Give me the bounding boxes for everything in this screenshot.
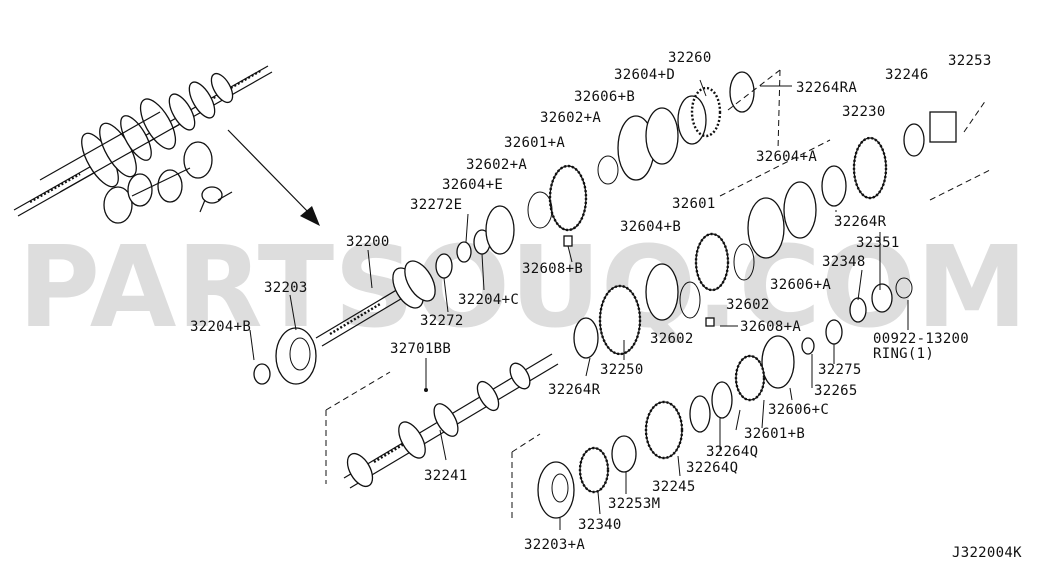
label-32246[interactable]: 32246 [885,67,929,83]
label-32604-e[interactable]: 32604+E [442,177,503,193]
label-32264ra[interactable]: 32264RA [796,80,857,96]
label-32602-2[interactable]: 32602 [650,331,694,347]
label-32272[interactable]: 32272 [420,313,464,329]
gear-32230 [719,136,991,259]
bearing-32203 [253,327,317,385]
counter-shaft-32241 [325,353,559,489]
label-32272e[interactable]: 32272E [410,197,462,213]
label-32351[interactable]: 32351 [856,235,900,251]
label-32264q-2[interactable]: 32264Q [686,460,738,476]
label-32250[interactable]: 32250 [600,362,644,378]
label-32601-a[interactable]: 32601+A [504,135,565,151]
label-32245[interactable]: 32245 [652,479,696,495]
parts-32275-32265 [761,319,843,389]
gear-32250 [573,284,642,359]
label-32602-1[interactable]: 32602 [726,297,770,313]
label-32601-b[interactable]: 32601+B [744,426,805,442]
label-ring: RING(1) [873,346,934,362]
main-shaft-32200 [315,260,436,347]
label-32265[interactable]: 32265 [814,383,858,399]
label-32264r-1[interactable]: 32264R [834,214,887,230]
diagram-code: J322004K [952,545,1022,561]
label-32275[interactable]: 32275 [818,362,862,378]
ring-32272e [456,241,472,263]
label-32606-b[interactable]: 32606+B [574,89,635,105]
label-32602-a-1[interactable]: 32602+A [540,110,601,126]
label-32608-b[interactable]: 32608+B [522,261,583,277]
label-32264r-2[interactable]: 32264R [548,382,601,398]
label-32606-c[interactable]: 32606+C [768,402,829,418]
label-32253[interactable]: 32253 [948,53,992,69]
part-labels: 32260 32604+D 32264RA 32246 32253 32606+… [190,50,1022,561]
label-32241[interactable]: 32241 [424,468,468,484]
label-32203[interactable]: 32203 [264,280,308,296]
label-32253m[interactable]: 32253M [608,496,660,512]
label-32601[interactable]: 32601 [672,196,716,212]
label-32602-a-2[interactable]: 32602+A [466,157,527,173]
upper-rings [597,69,781,185]
label-32200[interactable]: 32200 [346,234,390,250]
label-32604-b[interactable]: 32604+B [620,219,681,235]
label-32204-b[interactable]: 32204+B [190,319,251,335]
leader-lines [249,79,909,530]
label-32604-a[interactable]: 32604+A [756,149,817,165]
label-32230[interactable]: 32230 [842,104,886,120]
label-32701bb[interactable]: 32701BB [390,341,451,357]
label-32606-a[interactable]: 32606+A [770,277,831,293]
synchro-32601a [485,164,588,255]
label-32604-d[interactable]: 32604+D [614,67,675,83]
label-00922-13200[interactable]: 00922-13200 [873,331,969,347]
label-32340[interactable]: 32340 [578,517,622,533]
lower-gears [511,354,766,522]
label-32204-c[interactable]: 32204+C [458,292,519,308]
synchro-32601 [645,232,755,327]
label-32203-a[interactable]: 32203+A [524,537,585,553]
label-32348[interactable]: 32348 [822,254,866,270]
overview-assembly [13,65,320,226]
needle-bearing-32272 [435,253,453,279]
parts-32348-32351 [849,277,913,323]
label-32264q-1[interactable]: 32264Q [706,444,758,460]
parts-32246-32253 [903,99,987,157]
label-32260[interactable]: 32260 [668,50,712,66]
label-32608-a[interactable]: 32608+A [740,319,801,335]
